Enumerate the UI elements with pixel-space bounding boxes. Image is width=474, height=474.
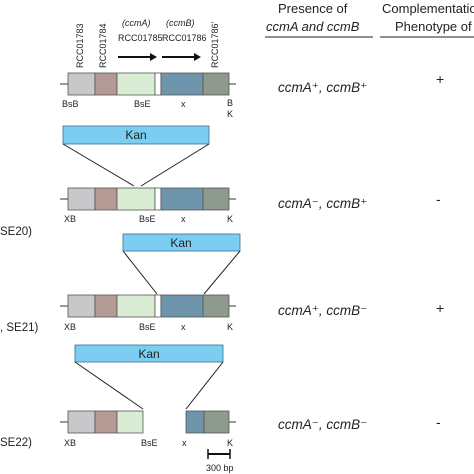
complementation-header-line2: Phenotype of X [395, 19, 474, 34]
row-4-construct [60, 410, 236, 434]
gene-block-rcc01786-prime [202, 72, 230, 96]
gene-block-rcc01784 [94, 72, 118, 96]
gene-name-ccma: (ccmA) [122, 18, 151, 28]
kan-cassette-2 [122, 233, 241, 252]
row-2-site-bse: BsE [139, 214, 156, 224]
row-3-site-k: K [227, 322, 233, 332]
row-1-site-x: x [181, 99, 186, 109]
gene-label-rcc01786: RCC01786 [162, 33, 207, 43]
row-4-site-k: K [227, 438, 233, 448]
row-1-site-k: K [227, 109, 233, 119]
row-2-complementation: - [436, 191, 441, 207]
gene-block-rcc01783 [67, 72, 96, 96]
row-3-complementation: + [436, 300, 444, 316]
row-4-complementation: - [436, 414, 441, 430]
row-2-construct [60, 187, 236, 211]
row-4-site-xb: XB [64, 438, 76, 448]
kan-cassette-1 [62, 125, 210, 145]
gene-block-ccma [116, 72, 156, 96]
insertion-line-2a [122, 250, 158, 295]
row-4-site-bse: BsE [141, 438, 158, 448]
row-1-site-bse: BsE [134, 99, 151, 109]
row-3-site-bse: BsE [139, 322, 156, 332]
kan-label-1: Kan [125, 128, 146, 142]
gene-label-rcc01783: RCC01783 [75, 23, 85, 68]
gene-label-rcc01786-prime: RCC01786' [210, 21, 220, 68]
row-1-complementation: + [436, 71, 444, 87]
row-1-genotype: ccmA⁺, ccmB⁺ [278, 80, 367, 95]
kan-cassette-3 [74, 344, 224, 363]
insertion-line-2b [203, 250, 241, 295]
insertion-line-3b [185, 361, 224, 410]
insertion-line-1b [140, 143, 210, 187]
row-2-strain: SE20) [0, 226, 32, 238]
insertion-line-3a [74, 361, 144, 410]
row-1-site-b: B [227, 98, 233, 108]
row-2-genotype: ccmA⁻, ccmB⁺ [278, 196, 367, 211]
row-4-genotype: ccmA⁻, ccmB⁻ [278, 417, 367, 432]
row-2-site-xb: XB [64, 214, 76, 224]
ccmb-arrowhead [194, 53, 201, 61]
insertion-line-1a [62, 143, 135, 187]
presence-header-line2: ccmA and ccmB [266, 19, 360, 34]
row-4-strain: SE22) [0, 437, 32, 449]
row-4-site-x: x [182, 438, 187, 448]
row-3-strain: , SE21) [0, 322, 39, 334]
row-3-site-xb: XB [64, 322, 76, 332]
row-3-genotype: ccmA⁺, ccmB⁻ [278, 303, 367, 318]
gene-label-rcc01784: RCC01784 [98, 23, 108, 68]
complementation-header-line1: Complementation o [382, 1, 474, 16]
ccma-arrowhead [150, 53, 157, 61]
row-1-site-bsb: BsB [62, 99, 79, 109]
row-2-site-k: K [227, 214, 233, 224]
scale-bar [207, 449, 231, 459]
gene-name-ccmb: (ccmB) [166, 18, 195, 28]
gene-block-ccmb [160, 72, 204, 96]
row-1-construct [60, 72, 236, 96]
kan-label-3: Kan [138, 347, 159, 361]
row-3-construct [60, 294, 236, 318]
kan-label-2: Kan [170, 236, 191, 250]
row-2-site-x: x [181, 214, 186, 224]
presence-header-line1: Presence of [278, 1, 348, 16]
gene-label-rcc01785: RCC01785 [118, 33, 163, 43]
scale-bar-label: 300 bp [206, 463, 234, 473]
intergenic-spacer [154, 72, 162, 96]
row-3-site-x: x [181, 322, 186, 332]
